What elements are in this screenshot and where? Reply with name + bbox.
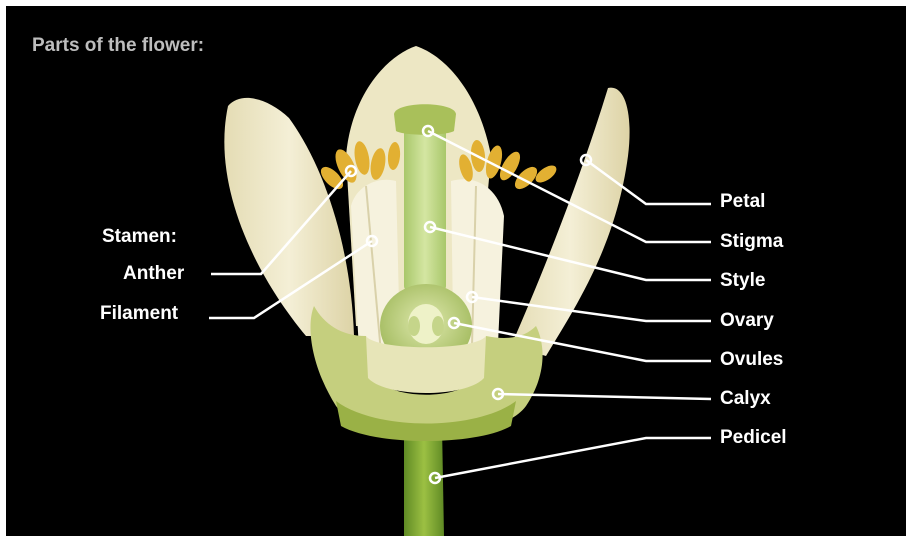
label-style: Style — [720, 271, 765, 291]
label-stamen: Stamen: — [102, 227, 177, 247]
label-stigma: Stigma — [720, 232, 783, 252]
label-ovules: Ovules — [720, 350, 783, 370]
label-petal: Petal — [720, 192, 765, 212]
leader-pedicel — [435, 438, 711, 478]
stigma-head — [394, 104, 456, 135]
label-filament: Filament — [100, 304, 178, 324]
label-calyx: Calyx — [720, 389, 771, 409]
diagram-title: Parts of the flower: — [32, 35, 204, 57]
label-anther: Anther — [123, 264, 184, 284]
petal-left — [224, 98, 354, 336]
label-ovary: Ovary — [720, 311, 774, 331]
flower-diagram: Parts of the flower: Stamen: Anther Fila… — [6, 6, 906, 536]
leader-ovary — [472, 297, 711, 321]
style-column — [404, 121, 446, 295]
label-pedicel: Pedicel — [720, 428, 787, 448]
